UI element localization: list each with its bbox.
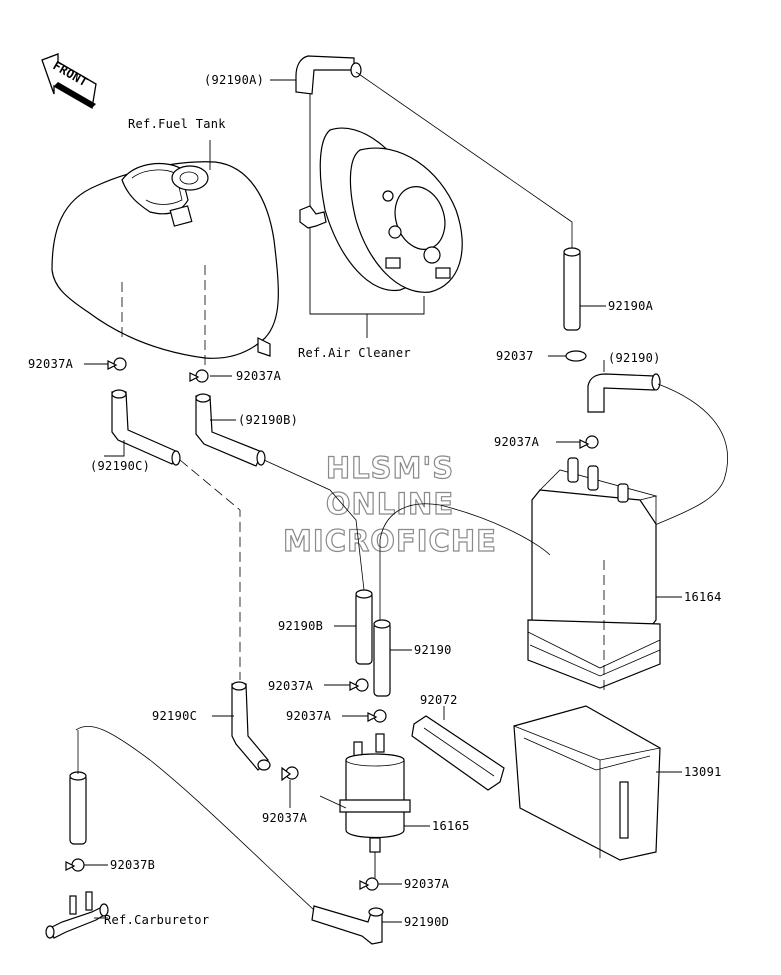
clamp-92037b: [65, 858, 108, 872]
callout-16164: 16164: [684, 590, 722, 604]
clamp-92037a-tank-mid: [189, 369, 232, 383]
hose-92190-line: [379, 503, 551, 620]
hose-92190a-elbow: [270, 55, 362, 95]
ref-carburetor-label: Ref.Carburetor: [104, 913, 209, 927]
watermark-line-3: MICROFICHE: [283, 524, 497, 558]
hose-92190-elbow: [587, 360, 729, 526]
watermark-line-1: HLSM'S: [326, 451, 454, 485]
callout-92037a-left-tank: 92037A: [28, 357, 74, 371]
clamp-92037a-canister: [556, 435, 599, 449]
hose-92190b: [334, 589, 373, 665]
clamp-92037-right: [548, 350, 587, 362]
hose-92190b-upper: [195, 393, 365, 591]
callout-92190a-right: 92190A: [608, 299, 654, 313]
fuel-filter-16165: [319, 733, 430, 853]
hose-carburetor-straight: [69, 730, 87, 845]
hose-92190c-lower: [212, 681, 271, 771]
clamp-92037a-bottom: [359, 852, 402, 891]
callout-92190-paren: (92190): [608, 351, 661, 365]
hose-92190a-line: [355, 71, 573, 250]
callout-13091: 13091: [684, 765, 722, 779]
canister-16164: [527, 457, 682, 689]
callout-92037-right: 92037: [496, 349, 534, 363]
callout-16165: 16165: [432, 819, 470, 833]
callout-92037a-filter-top: 92037A: [286, 709, 332, 723]
clamp-92037a-filter-left: [281, 766, 299, 808]
clamp-92037a-filter-top: [342, 709, 387, 723]
clamp-92037a-mid: [324, 678, 369, 692]
callout-92037a-canister: 92037A: [494, 435, 540, 449]
air-cleaner: [299, 92, 463, 338]
callout-92190c-paren: (92190C): [90, 459, 150, 473]
callout-92037a-mid: 92037A: [268, 679, 314, 693]
callout-92190: 92190: [414, 643, 452, 657]
hose-92190a-straight: [563, 247, 606, 331]
callout-92190d: 92190D: [404, 915, 449, 929]
bracket-92072: [411, 706, 505, 791]
callout-92190b: 92190B: [278, 619, 323, 633]
callout-92037a-mid-tank: 92037A: [236, 369, 282, 383]
callout-92190b-paren: (92190B): [238, 413, 298, 427]
ref-fuel-tank-label: Ref.Fuel Tank: [128, 117, 226, 131]
hose-92190: [373, 619, 412, 697]
hose-92190d-line: [75, 725, 315, 911]
carburetor-fitting: [45, 891, 109, 939]
callout-92037a-bottom: 92037A: [404, 877, 450, 891]
cover-13091: [513, 705, 682, 861]
callout-92190a-top: (92190A): [204, 73, 264, 87]
callout-92037a-filter-left: 92037A: [262, 811, 308, 825]
fuel-tank: [51, 140, 279, 365]
callout-92037b: 92037B: [110, 858, 155, 872]
hose-92190c-upper: [104, 389, 241, 680]
front-arrow-icon: FRONT: [41, 53, 97, 110]
callout-92190c: 92190C: [152, 709, 197, 723]
hose-92190d: [311, 905, 402, 945]
watermark: HLSM'S ONLINE MICROFICHE: [282, 450, 497, 558]
callout-92072: 92072: [420, 693, 458, 707]
clamp-92037a-tank-left: [84, 357, 127, 371]
ref-air-cleaner-label: Ref.Air Cleaner: [298, 346, 411, 360]
